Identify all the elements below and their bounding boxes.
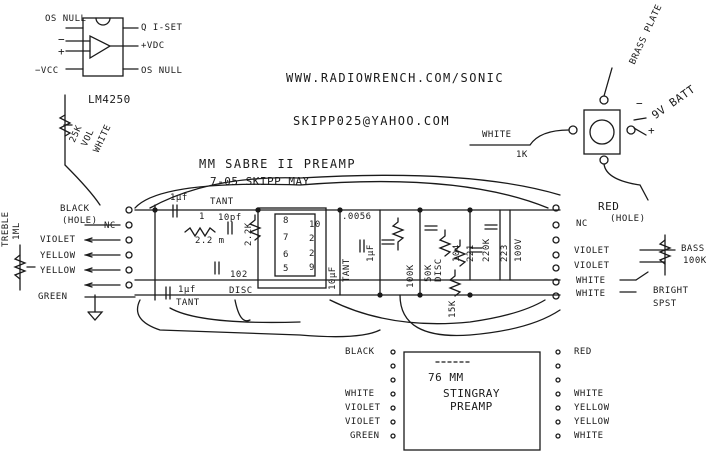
right-wire-white-2: WHITE [576, 289, 606, 299]
opamp-pin-vcc-minus: −VCC [35, 66, 59, 76]
left-wire-hole: (HOLE) [62, 216, 98, 226]
cap-disc-2-label: DISC [434, 258, 444, 282]
stingray-left-violet-1: VIOLET [345, 403, 381, 413]
stingray-right-red: RED [574, 347, 592, 357]
white-wire-label: WHITE [482, 130, 512, 140]
opamp-package [65, 17, 139, 77]
resistor-220k-label: 220K [482, 238, 492, 262]
bright-label: BRIGHT [653, 286, 689, 296]
stingray-left-green: GREEN [350, 431, 380, 441]
cap-102-label: 102 [230, 270, 248, 280]
stingray-left-black: BLACK [345, 347, 375, 357]
battery-plus: + [648, 124, 656, 137]
right-wire-red: RED [598, 200, 620, 213]
right-terminals [552, 204, 676, 300]
resistor-15k-label: 15K [448, 300, 458, 318]
switch-pin-2b: 2 [309, 249, 315, 259]
preamp-circuit [87, 174, 561, 338]
right-wire-white-1: WHITE [576, 276, 606, 286]
resistor-2-2m-label: 2.2 m [195, 236, 225, 246]
resistor-1-label: 1 [199, 212, 205, 222]
resistor-100k-label: 100K [406, 264, 416, 288]
stingray-right-white-2: WHITE [574, 431, 604, 441]
stingray-left-violet-2: VIOLET [345, 417, 381, 427]
opamp-pin-iset: Q I-SET [141, 23, 183, 33]
stingray-subtitle-2: PREAMP [450, 400, 493, 413]
stingray-right-yellow-1: YELLOW [574, 403, 610, 413]
bright-type: SPST [653, 299, 677, 309]
left-wire-violet: VIOLET [40, 235, 76, 245]
switch-pin-9: 9 [309, 263, 315, 273]
left-wire-black: BLACK [60, 204, 90, 214]
cap-221-label: 221 [466, 244, 476, 262]
website-url: WWW.RADIOWRENCH.COM/SONIC [286, 71, 505, 85]
opamp-pin-plus: + [58, 45, 66, 58]
switch-pin-8: 8 [283, 216, 289, 226]
cap-tant-label: TANT [210, 197, 234, 207]
cap-1uf-2-label: 1μf [178, 285, 196, 295]
right-wire-hole: (HOLE) [610, 214, 646, 224]
battery-minus: − [636, 97, 644, 110]
cap-0056-label: .0056 [342, 212, 372, 222]
stingray-left-white: WHITE [345, 389, 375, 399]
stingray-subtitle-1: STINGRAY [443, 387, 500, 400]
treble-value: 1ML [12, 222, 22, 240]
switch-pin-7: 7 [283, 233, 289, 243]
switch-pin-10: 10 [309, 220, 321, 230]
cap-tant-2-label: TANT [176, 298, 200, 308]
left-wire-green: GREEN [38, 292, 68, 302]
left-wire-nc: NC [104, 221, 116, 231]
stingray-box [390, 349, 561, 451]
stingray-right-yellow-2: YELLOW [574, 417, 610, 427]
opamp-pin-os-null-left: OS NULL [45, 14, 87, 24]
switch-pin-5: 5 [283, 264, 289, 274]
cap-disc-label: DISC [229, 286, 253, 296]
volume-pot [58, 94, 101, 206]
left-wire-yellow-2: YELLOW [40, 266, 76, 276]
opamp-pin-os-null-right: OS NULL [141, 66, 183, 76]
email-address: SKIPP025@YAHOO.COM [293, 114, 451, 128]
white-resistor-value: 1K [516, 150, 528, 160]
resistor-2-2k-label: 2.2K [244, 222, 254, 246]
cap-10uf-label: 10μF [328, 266, 338, 290]
cap-tant-3-label: TANT [342, 258, 352, 282]
left-terminals [13, 206, 136, 298]
right-wire-nc: NC [576, 219, 588, 229]
opamp-pin-minus: − [58, 33, 66, 46]
cap-10pf-label: 10pf [218, 213, 242, 223]
cap-104-label: 104 [452, 244, 462, 262]
left-wire-yellow-1: YELLOW [40, 251, 76, 261]
circuit-subtitle: 7-05 SKIPP MAY [210, 175, 310, 188]
treble-label: TREBLE [1, 211, 11, 247]
right-wire-violet-2: VIOLET [574, 261, 610, 271]
cap-223-label: 223 [500, 244, 510, 262]
stingray-title: 76 MM [428, 371, 464, 384]
right-wire-violet-1: VIOLET [574, 246, 610, 256]
bass-value: 100K [683, 256, 707, 266]
stingray-right-white-1: WHITE [574, 389, 604, 399]
cap-50k-label: 50K [424, 264, 434, 282]
battery-symbol [469, 67, 649, 201]
circuit-title: MM SABRE II PREAMP [199, 157, 357, 171]
opamp-pin-vdc: +VDC [141, 41, 165, 51]
bass-label: BASS [681, 244, 705, 254]
switch-pin-6: 6 [283, 250, 289, 260]
switch-pin-2a: 2 [309, 234, 315, 244]
cap-1uf-label: 1μf [170, 193, 188, 203]
opamp-part-number: LM4250 [88, 93, 131, 106]
cap-1uf-3-label: 1μF [366, 244, 376, 262]
cap-100v-label: 100V [514, 238, 524, 262]
